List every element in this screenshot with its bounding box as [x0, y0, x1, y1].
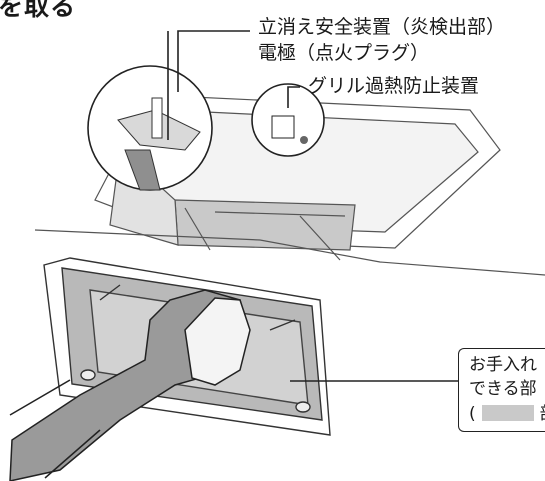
countertop-edge [34, 229, 545, 276]
callout-box: お手入れ できる部 (部 [458, 348, 545, 432]
callout-line-2: できる部 [469, 379, 537, 399]
callout-paren: ( [469, 404, 476, 424]
label-electrode: 電極（点火プラグ） [258, 42, 430, 64]
gray-swatch [481, 405, 534, 421]
label-grill-overheat: グリル過熱防止装置 [308, 75, 480, 97]
label-flame-detector: 立消え安全装置（炎検出部） [258, 16, 506, 38]
magnifier-sensor [251, 83, 325, 157]
callout-line-3: (部 [469, 405, 545, 423]
callout-line-1: お手入れ [469, 355, 537, 375]
callout-line-3-tail: 部 [540, 404, 545, 424]
cleaning-cloth [184, 297, 251, 386]
page-heading: を取る [0, 0, 77, 21]
leader-lines [167, 30, 462, 382]
magnifier-burner [87, 65, 213, 191]
